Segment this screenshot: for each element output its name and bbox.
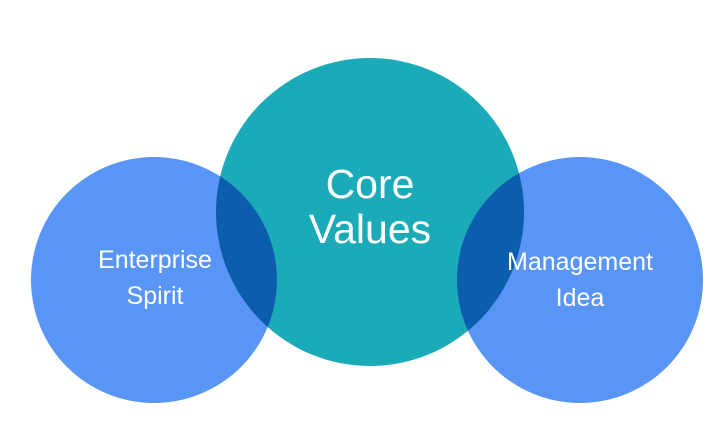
enterprise-spirit-label: Enterprise Spirit [75,242,235,314]
core-values-label: Core Values [270,162,470,252]
left-circle [31,157,277,403]
management-idea-line-1: Management [507,248,653,276]
enterprise-spirit-line-2: Spirit [126,282,184,310]
management-idea-label: Management Idea [495,244,665,316]
management-idea-line-2: Idea [555,284,605,312]
enterprise-spirit-line-1: Enterprise [98,246,212,274]
core-values-line-1: Core [325,161,415,207]
core-values-line-2: Values [308,206,432,252]
center-circle [216,58,524,366]
